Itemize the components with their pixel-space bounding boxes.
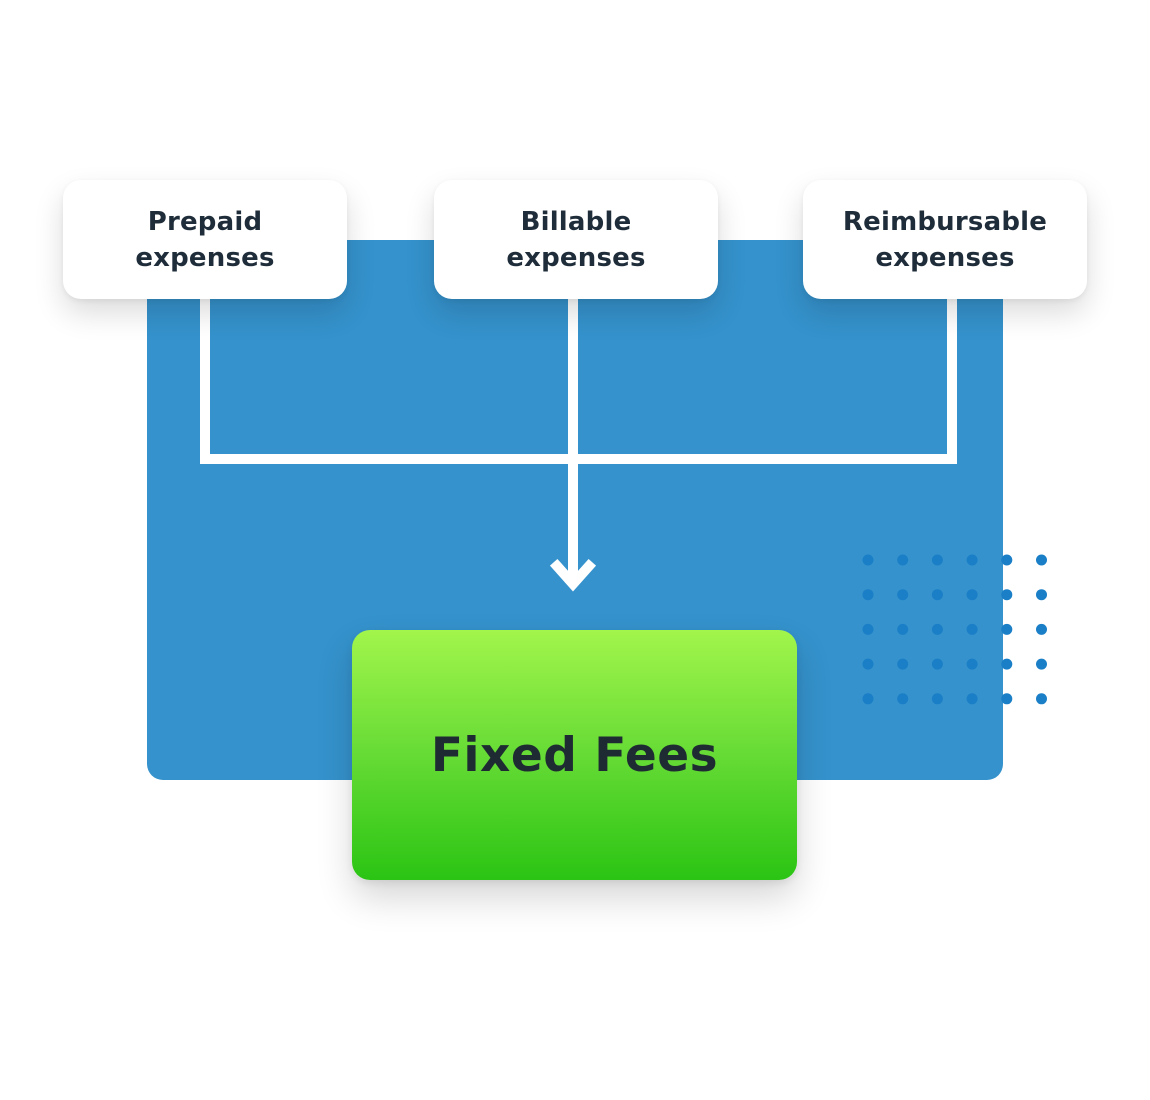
result-label: Fixed Fees (430, 727, 719, 783)
source-label-prepaid: Prepaid expenses (135, 206, 275, 273)
result-card-fixed-fees: Fixed Fees (352, 630, 797, 880)
source-card-billable: Billable expenses (434, 180, 718, 299)
source-label-reimbursable: Reimbursable expenses (842, 206, 1048, 273)
source-card-reimbursable: Reimbursable expenses (803, 180, 1087, 299)
source-label-billable: Billable expenses (506, 206, 646, 273)
source-card-prepaid: Prepaid expenses (63, 180, 347, 299)
arrow-down-icon (549, 558, 597, 592)
